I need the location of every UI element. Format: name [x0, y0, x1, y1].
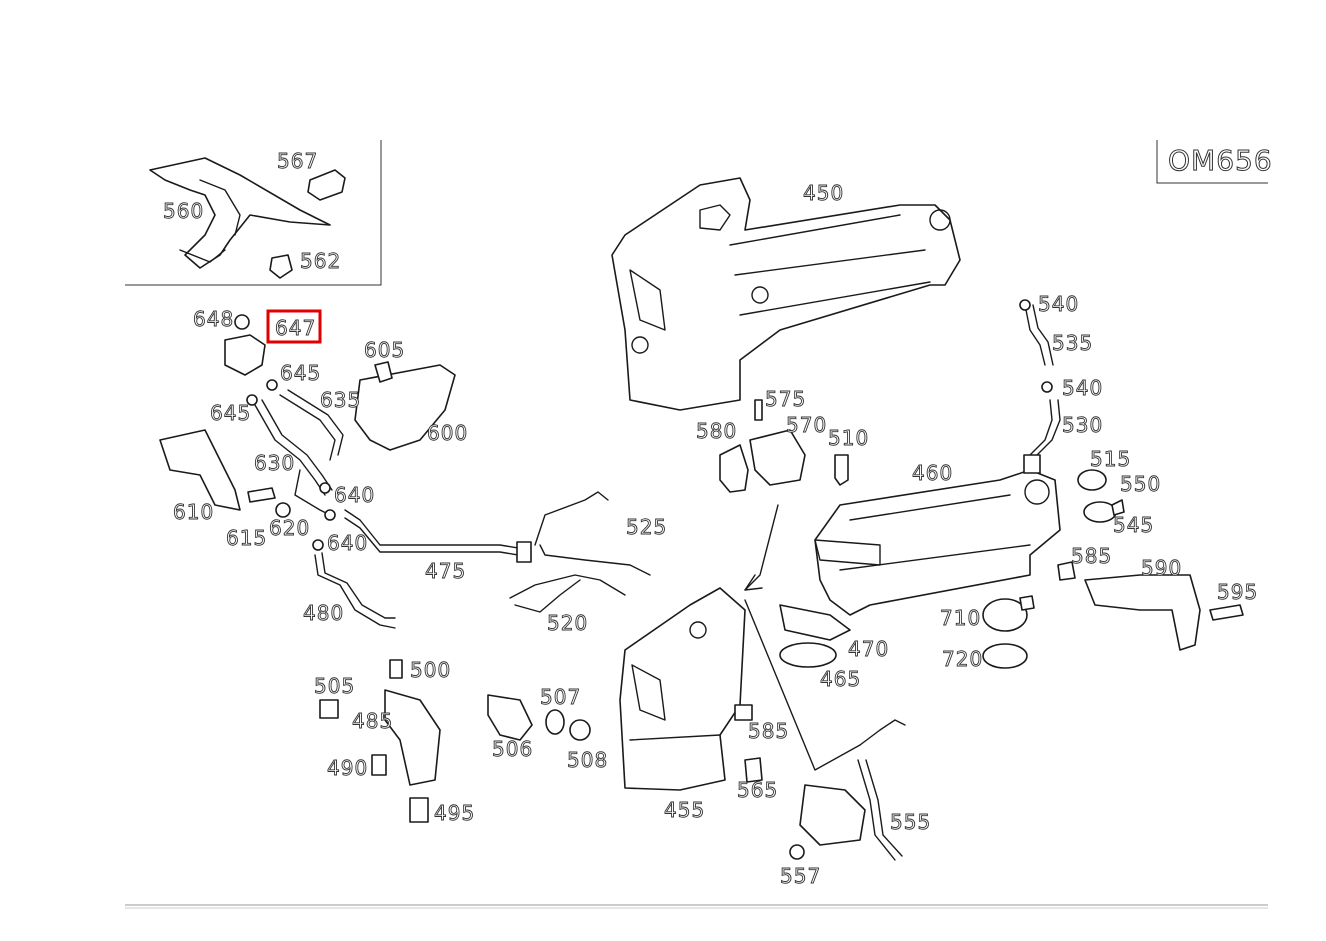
label-567: 567	[277, 149, 318, 173]
label-506: 506	[492, 737, 533, 761]
pipes	[254, 304, 1061, 861]
label-605: 605	[364, 338, 405, 362]
label-570: 570	[786, 413, 827, 437]
label-610: 610	[173, 500, 214, 524]
bracket-560-drawing	[149, 157, 331, 269]
label-562: 562	[300, 249, 341, 273]
clamp-508-drawing	[569, 719, 591, 741]
dpf-450-drawing	[611, 177, 961, 411]
clip-495-drawing	[409, 797, 429, 823]
dpf-455-drawing	[619, 587, 746, 791]
label-640-lower: 640	[327, 531, 368, 555]
label-530: 530	[1062, 413, 1103, 437]
label-557: 557	[780, 864, 821, 888]
label-545: 545	[1113, 513, 1154, 537]
label-505: 505	[314, 674, 355, 698]
label-575: 575	[765, 387, 806, 411]
label-507: 507	[540, 685, 581, 709]
label-465: 465	[820, 667, 861, 691]
catalyst-460-drawing	[814, 469, 1061, 616]
engine-code: OM656	[1168, 144, 1273, 177]
label-540-top: 540	[1038, 292, 1079, 316]
label-710: 710	[940, 606, 981, 630]
label-630: 630	[254, 451, 295, 475]
gasket-470-drawing	[779, 604, 851, 641]
inset-detail-box	[125, 140, 382, 286]
label-540-mid: 540	[1062, 376, 1103, 400]
engine-code-box: OM656	[1156, 140, 1273, 184]
label-495: 495	[434, 801, 475, 825]
part-labels: 450 460 455 465 470 475 480 485 490 495 …	[163, 149, 1258, 889]
label-475: 475	[425, 559, 466, 583]
highlight-box-647	[266, 309, 322, 344]
label-615: 615	[226, 526, 267, 550]
ring-580-drawing	[719, 444, 749, 493]
label-595: 595	[1217, 580, 1258, 604]
label-480: 480	[303, 601, 344, 625]
ring-507-drawing	[545, 709, 565, 735]
label-585-lower: 585	[748, 719, 789, 743]
sensor-555-drawing	[799, 784, 866, 846]
label-508: 508	[567, 748, 608, 772]
label-500: 500	[410, 658, 451, 682]
label-720: 720	[942, 647, 983, 671]
ring-720-drawing	[982, 643, 1028, 669]
label-645-right: 645	[280, 361, 321, 385]
label-565: 565	[737, 778, 778, 802]
label-455: 455	[664, 798, 705, 822]
label-580: 580	[696, 419, 737, 443]
label-647[interactable]: 647	[275, 316, 316, 341]
label-460: 460	[912, 461, 953, 485]
sensor-506-drawing	[487, 694, 533, 741]
clip-567-drawing	[307, 169, 346, 201]
clamp-570-drawing	[749, 429, 806, 486]
clip-490-drawing	[371, 754, 387, 776]
bolt-505-drawing	[319, 699, 339, 719]
label-485: 485	[352, 709, 393, 733]
label-585-right: 585	[1071, 544, 1112, 568]
label-470: 470	[848, 637, 889, 661]
ring-710-drawing	[982, 598, 1028, 632]
label-635: 635	[320, 388, 361, 412]
gasket-465-drawing	[779, 642, 837, 668]
label-520: 520	[547, 611, 588, 635]
label-450: 450	[803, 181, 844, 205]
label-648: 648	[193, 307, 234, 331]
bracket-590-drawing	[1084, 574, 1201, 651]
label-535: 535	[1052, 331, 1093, 355]
bolt-510-drawing	[834, 454, 849, 486]
bottom-rule	[125, 904, 1268, 909]
label-515: 515	[1090, 447, 1131, 471]
label-645-left: 645	[210, 401, 251, 425]
label-550: 550	[1120, 472, 1161, 496]
clamp-515-drawing	[1077, 469, 1107, 491]
bracket-610-drawing	[159, 429, 241, 511]
label-510: 510	[828, 426, 869, 450]
heat-shield-600-drawing	[354, 364, 456, 451]
bolt-585-drawing	[734, 704, 753, 721]
label-640-upper: 640	[334, 483, 375, 507]
label-620: 620	[269, 516, 310, 540]
small-parts	[159, 299, 1244, 860]
sensor-647-drawing	[224, 334, 266, 376]
label-490: 490	[327, 756, 368, 780]
bolt-595-drawing	[1209, 604, 1244, 621]
label-600: 600	[427, 421, 468, 445]
shield-485-drawing	[384, 689, 441, 786]
clip-500-drawing	[389, 659, 403, 679]
label-555: 555	[890, 810, 931, 834]
nut-562-drawing	[269, 254, 293, 279]
clip-565-drawing	[744, 757, 763, 783]
label-590: 590	[1141, 556, 1182, 580]
label-525: 525	[626, 515, 667, 539]
label-560: 560	[163, 199, 204, 223]
